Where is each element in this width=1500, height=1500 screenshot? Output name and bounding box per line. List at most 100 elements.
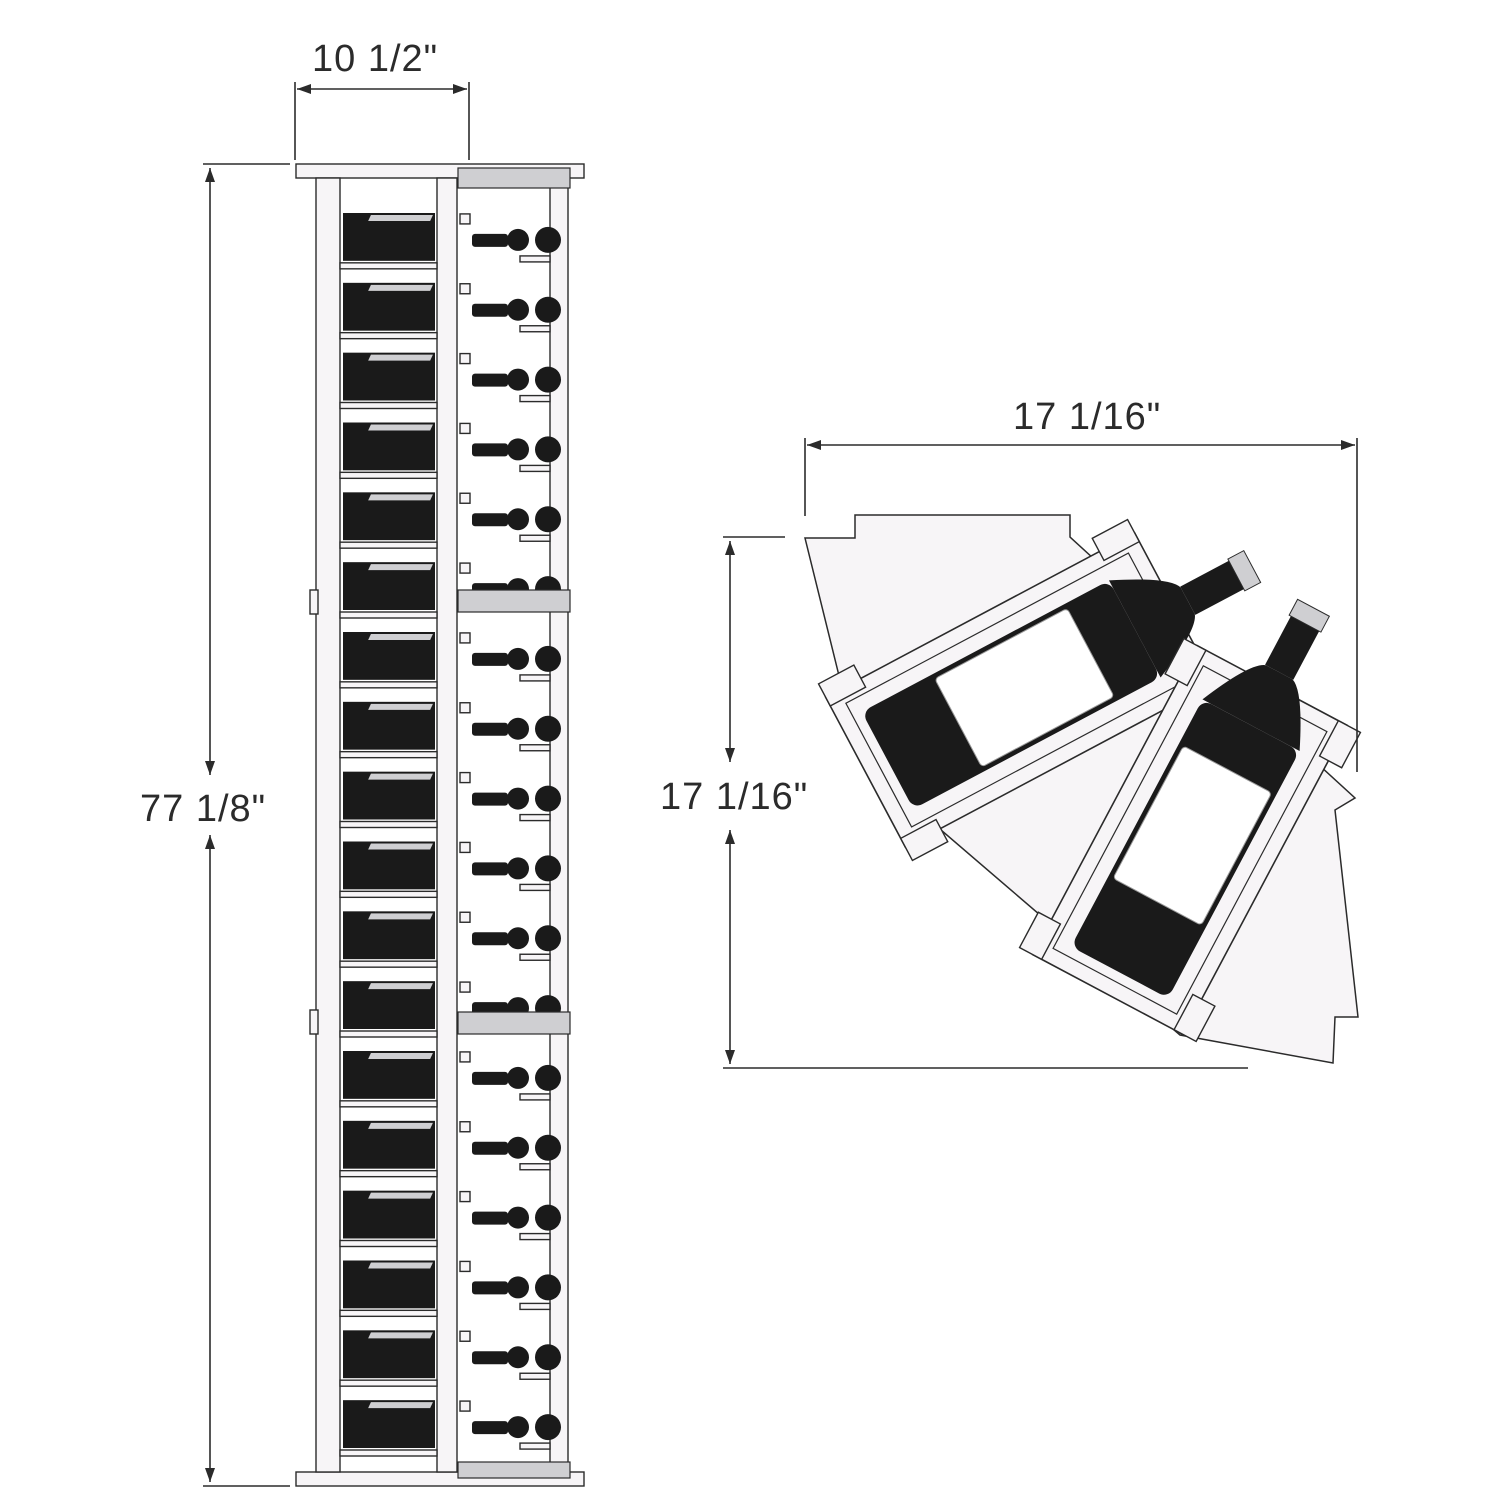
shelf-rail: [339, 960, 438, 968]
bottle-neck: [472, 233, 508, 247]
bottle-body-end: [507, 1416, 529, 1439]
bottle-neck: [472, 1421, 508, 1435]
bottle-punt: [535, 925, 561, 952]
dimension-lines: [203, 82, 1358, 1487]
shelf-rail: [339, 611, 438, 619]
section-divider: [457, 167, 571, 189]
bottle-neck: [472, 373, 508, 387]
top-width-dimension-label: 17 1/16": [1013, 396, 1162, 438]
arrow-head: [807, 440, 821, 450]
shelf-rail: [339, 331, 438, 340]
shelf-rail: [339, 1239, 438, 1248]
bottle-body-end: [507, 1136, 529, 1159]
height-dimension-line-bottom: [205, 835, 215, 1482]
peg-clip: [459, 1190, 471, 1203]
shelf-rail: [339, 401, 438, 410]
front-bottle-highlight: [368, 494, 433, 501]
peg-clip: [459, 492, 471, 504]
upper-cradle: [817, 518, 1262, 862]
arrow-head: [205, 835, 215, 849]
peg-clip: [459, 702, 471, 714]
bracket: [309, 589, 319, 615]
front-bottle-highlight: [368, 284, 433, 291]
corner-block: [1318, 719, 1362, 769]
front-row: [339, 841, 561, 899]
bottle-body-end: [507, 787, 529, 810]
front-row: [339, 981, 561, 1038]
front-bottle-highlight: [368, 1332, 433, 1339]
bottle-punt: [535, 366, 561, 393]
front-row: [339, 1051, 561, 1108]
peg-clip: [459, 771, 471, 784]
bottle-punt: [535, 436, 561, 463]
peg-rail: [519, 1302, 551, 1311]
peg-rail: [519, 744, 551, 752]
bottle-punt: [535, 1274, 561, 1301]
bottle-neck: [472, 932, 508, 946]
bottle-neck: [472, 1211, 508, 1225]
bottle-body-end: [507, 298, 529, 321]
bottle-neck: [472, 1071, 508, 1085]
bottle-neck: [472, 652, 508, 666]
bottle-body-end: [507, 438, 529, 461]
bottle-neck: [472, 1141, 508, 1155]
width-dimension-line: [297, 84, 467, 94]
corner-block: [1173, 993, 1216, 1043]
peg-clip: [459, 911, 471, 923]
bottle-neck: [472, 513, 508, 527]
arrow-head: [205, 1468, 215, 1482]
shelf-rail: [339, 1100, 438, 1108]
bottle-neck: [472, 303, 508, 317]
peg-rail: [519, 255, 551, 263]
shelf-rail: [339, 750, 438, 759]
bottle-neck: [472, 1281, 508, 1295]
peg-clip: [459, 1400, 471, 1412]
height-dimension-label: 77 1/8": [140, 788, 267, 830]
arrow-head: [725, 1050, 735, 1064]
front-bottle-highlight: [368, 1053, 433, 1059]
bottle-body-end: [507, 1346, 529, 1369]
bottle-neck: [472, 443, 508, 457]
bottle-punt: [535, 1134, 561, 1161]
peg-clip: [459, 1051, 471, 1063]
peg-clip: [459, 1121, 471, 1133]
front-row: [339, 213, 561, 270]
bottle-body-end: [507, 508, 529, 531]
front-row: [339, 1400, 561, 1457]
shelf-rail: [339, 262, 438, 270]
front-bottle-highlight: [368, 424, 433, 431]
peg-rail: [519, 1442, 551, 1450]
front-row: [339, 632, 561, 689]
shelf-rail: [339, 820, 438, 829]
peg-clip: [459, 213, 471, 225]
peg-clip: [459, 632, 471, 644]
bottle-label: [935, 609, 1114, 767]
front-bottle-highlight: [368, 564, 433, 571]
front-bottle-highlight: [368, 1122, 433, 1129]
corner-block: [1018, 911, 1062, 961]
front-row: [339, 701, 561, 759]
bracket: [309, 1009, 319, 1035]
bottle-label: [1113, 746, 1271, 925]
section-divider: [457, 1011, 571, 1035]
bottle-body-end: [507, 647, 529, 670]
top-depth-dimension-label: 17 1/16": [660, 776, 809, 818]
shelf-rail: [339, 681, 438, 689]
front-row: [339, 1120, 561, 1178]
bottle-punt: [535, 296, 561, 323]
bottle-punt: [535, 226, 561, 253]
bottle-body-end: [507, 228, 529, 251]
peg-rail: [519, 394, 551, 403]
bottle-body-end: [507, 368, 529, 391]
bottle-neck: [472, 862, 508, 876]
front-bottle-highlight: [368, 773, 433, 780]
peg-rail: [519, 1163, 551, 1171]
front-bottle-highlight: [368, 1262, 433, 1269]
shelf-rail: [339, 471, 438, 480]
lower-cradle: [1018, 598, 1362, 1043]
top-width-dimension-line: [807, 440, 1355, 450]
shelf-rail: [339, 1379, 438, 1387]
height-dimension-line-top: [205, 168, 215, 775]
bottle-capsule: [1227, 549, 1262, 592]
